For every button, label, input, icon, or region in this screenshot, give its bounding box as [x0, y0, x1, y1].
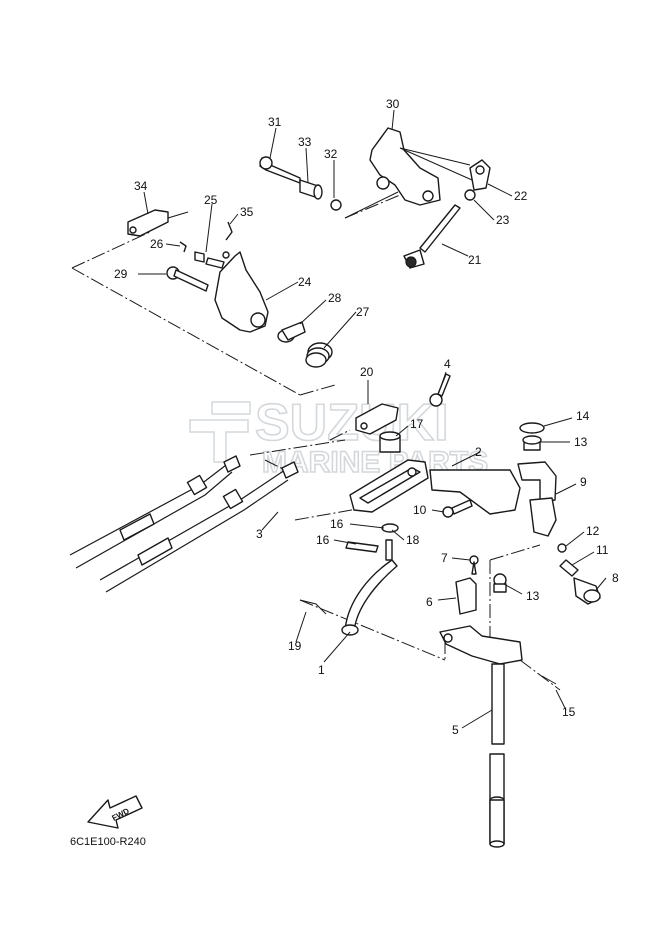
cable-joint [127, 209, 189, 237]
pin-15 [541, 675, 557, 685]
callout-2: 2 [475, 445, 482, 459]
callout-34: 34 [134, 179, 148, 193]
callout-27: 27 [356, 305, 370, 319]
callout-numbers: 1 2 3 4 5 6 7 8 9 10 11 12 13 13 14 15 1… [114, 97, 619, 737]
callout-20: 20 [360, 365, 374, 379]
callout-15: 15 [562, 705, 576, 719]
callout-31: 31 [268, 115, 282, 129]
clip-19 [299, 599, 327, 615]
bolt-bushing-group [259, 156, 399, 219]
watermark-line1: SUZUKI [255, 394, 449, 452]
callout-26: 26 [150, 237, 164, 251]
callout-25: 25 [204, 193, 218, 207]
callout-23: 23 [496, 213, 510, 227]
plate-10 [429, 469, 521, 518]
callout-16b: 16 [316, 533, 330, 547]
callout-3: 3 [256, 527, 263, 541]
shift-slide [349, 459, 429, 513]
callout-18: 18 [406, 533, 420, 547]
callout-8: 8 [612, 571, 619, 585]
callout-33: 33 [298, 135, 312, 149]
cable-end-20 [355, 403, 399, 435]
callout-7: 7 [441, 551, 448, 565]
callout-1: 1 [318, 663, 325, 677]
callout-22: 22 [514, 189, 528, 203]
bolt-29 [166, 266, 209, 292]
callout-13a: 13 [574, 435, 588, 449]
callout-9: 9 [580, 475, 587, 489]
callout-5: 5 [452, 723, 459, 737]
callout-4: 4 [444, 357, 451, 371]
callout-17: 17 [410, 417, 424, 431]
callout-leaders [138, 109, 607, 729]
shift-arm [341, 523, 399, 636]
collar-spring [277, 321, 333, 368]
control-cables [69, 455, 299, 593]
callout-11: 11 [596, 543, 609, 557]
callout-30: 30 [386, 97, 400, 111]
callout-14: 14 [576, 409, 590, 423]
callout-28: 28 [328, 291, 342, 305]
callout-29: 29 [114, 267, 128, 281]
holder-9 [517, 422, 557, 537]
lever-assembly [369, 127, 473, 206]
callout-35: 35 [240, 205, 254, 219]
callout-24: 24 [298, 275, 312, 289]
watermark: SUZUKI MARINE PARTS [189, 393, 489, 480]
diagram-code: 6C1E100-R240 [70, 836, 146, 848]
detent-group [557, 543, 601, 605]
pin-clip [179, 221, 233, 253]
cam-6 [455, 555, 479, 615]
shift-shaft [439, 625, 523, 848]
spring-coils [305, 342, 333, 368]
link-rod-end [464, 159, 491, 201]
callout-21: 21 [468, 253, 482, 267]
nut-13-lower [493, 573, 507, 593]
callout-19: 19 [288, 639, 302, 653]
callout-10: 10 [413, 503, 427, 517]
fwd-arrow-icon: FWD [87, 795, 143, 829]
callout-12: 12 [586, 524, 600, 538]
bushing-17 [379, 431, 401, 453]
callout-6: 6 [426, 595, 433, 609]
bracket [194, 251, 269, 333]
link-rod [403, 204, 461, 269]
callout-13b: 13 [526, 589, 540, 603]
callout-16a: 16 [330, 517, 344, 531]
callout-32: 32 [324, 147, 338, 161]
